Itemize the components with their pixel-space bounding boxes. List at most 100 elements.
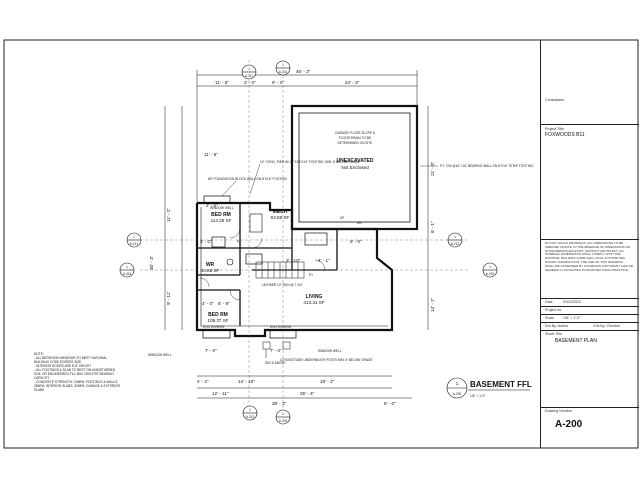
dim-bottom-2: 14' - 10": [238, 379, 255, 384]
marker-2-num: 1: [282, 63, 284, 67]
date-label: Date: [545, 300, 553, 304]
drawn-by: Drn By: Author: [545, 324, 569, 328]
dim-bottom-6: 8' - 0": [384, 401, 396, 406]
room-living-area: 413.31 SF: [303, 300, 324, 305]
dim-inner-1: 7' - 0": [205, 348, 217, 353]
room-mech: MECH: [273, 209, 288, 215]
marker-7-sheet: A-313: [246, 415, 255, 419]
dimension-lines: [164, 70, 429, 399]
room-bed-rm-1: BED RM: [211, 212, 231, 218]
consultants-label: Consultants: [545, 98, 564, 102]
riser-note: 18 RISER 10" RUN @ 7 3/4": [262, 283, 303, 287]
callout-p2: P2: [237, 240, 241, 244]
drawing-title: 1 A-200 BASEMENT FFL 1/8" = 1'-0": [453, 380, 532, 398]
dim-bottom-1: 4' - 2": [197, 379, 209, 384]
dim-top-overall: 46' - 3": [296, 69, 311, 74]
room-mech-area: 63.88 SF: [271, 215, 290, 220]
drawing-title-number: 1: [456, 381, 459, 386]
door-swings: [199, 227, 326, 301]
marker-5-num: 1: [454, 235, 456, 239]
general-notes: DO NOT SCALE DRAWINGS. ALL DIMENSIONS TO…: [545, 241, 633, 272]
unexcavated-area: GARAGE FLOOR SLOPE & FLOOR DRAIN TO BE D…: [290, 104, 419, 231]
marker-6-sheet: A-302: [486, 272, 495, 276]
room-bed-rm-2: BED RM: [208, 312, 228, 318]
note-2: - INTERIOR DOORS ARE 6'-8" HEIGHT: [34, 364, 92, 368]
marker-7-num: 1: [249, 408, 251, 412]
drawing-title-scale: 1/8" = 1'-0": [470, 394, 486, 398]
note-3: - ALL FOOTINGS & SLAB TO REST ON UNDISTU…: [34, 368, 116, 380]
dim-inner-8: 2' - 0": [206, 203, 218, 208]
dim-inner-4: 4' - 1": [318, 258, 330, 263]
marker-5-sheet: A-212: [451, 242, 460, 246]
egress-1: EGO EGRESS: [203, 325, 224, 329]
window-well-2: WINDOW WELL: [148, 353, 172, 357]
deck-above: DECK ABOVE: [265, 361, 286, 365]
notes-heading: NOTE:: [34, 352, 44, 356]
dim-top-2: 2' - 0": [244, 80, 256, 85]
dim-bottom-4: 12' - 11": [212, 391, 229, 396]
note-4: - CONCRETE STRENGTH: 20MPa: FOOTINGS & W…: [34, 380, 120, 392]
drawing-number-label: Drawing Number: [545, 409, 572, 413]
marker-4-num: 1: [126, 265, 128, 269]
dim-right-3: 14' - 2": [430, 297, 435, 312]
marker-8-sheet: A-303: [279, 419, 288, 423]
project-title-label: Project Title: [545, 127, 564, 131]
garage-note-line1: GARAGE FLOOR SLOPE &: [335, 131, 376, 135]
callout-p1: P1: [309, 273, 313, 277]
dim-bottom-3: 19' - 2": [320, 379, 335, 384]
dim-inner-5: 4' - 0": [202, 301, 214, 306]
notes-block: NOTE: - ALL BEDROOM WINDOWS TO MEET NATI…: [34, 352, 122, 392]
title-block: Consultants Project Title FOXWOODS B11 D…: [540, 40, 639, 448]
svg-text:DETERMINED ON SITE: DETERMINED ON SITE: [338, 141, 373, 145]
dim-right-1: 21' - 0": [430, 161, 435, 176]
drawing-title-text: BASEMENT FFL: [470, 380, 532, 389]
room-wr: WR: [206, 262, 215, 268]
project-title: FOXWOODS B11: [545, 132, 585, 138]
dim-left-1: 11' - 6": [204, 152, 218, 157]
marker-6-num: 1: [489, 265, 491, 269]
dim-bottom-5: 25' - 4": [300, 391, 315, 396]
date-value: 03/22/2022: [563, 300, 581, 304]
foundation-note: 8/F FOUNDATION BLOCK WALL ON 8"X16" FOOT…: [208, 177, 288, 181]
dim-right-2: 6' - 1": [430, 221, 435, 233]
marker-4-sheet: A-304: [123, 272, 132, 276]
drawing-title-sheet: A-200: [453, 392, 462, 396]
unexcavated-subtitle: Not Enclosed: [341, 165, 369, 170]
project-no-label: Project no.: [545, 308, 563, 312]
dim-inner-6: 5' - 9": [218, 301, 230, 306]
sheet-title: BASEMENT PLAN: [555, 338, 597, 344]
checked-by: Chk By: Checker: [593, 324, 620, 328]
dim-top-4: 24' - 3": [345, 80, 360, 85]
scale-label: Scale: [545, 316, 554, 320]
marker-1-num: 1: [248, 67, 250, 71]
scale-value: 1/8" = 1'-0": [563, 316, 581, 320]
dim-inner-7: 3' - 0": [200, 239, 212, 244]
drawing-number: A-200: [555, 419, 583, 430]
marker-3-num: 1: [133, 235, 135, 239]
foundation-walls: [195, 201, 394, 338]
egress-2: EGO EGRESS: [270, 325, 291, 329]
note-1: - ALL BEDROOM WINDOWS TO MEET NATIONAL B…: [34, 356, 108, 364]
gridlines: [140, 60, 470, 420]
sheet-border: [3, 39, 639, 449]
dim-top-1: 11' - 6": [215, 80, 229, 85]
section-markers: [119, 60, 498, 425]
svg-text:FLOOR DRAIN TO BE: FLOOR DRAIN TO BE: [339, 136, 371, 140]
window-well-3: WINDOW WELL: [318, 349, 342, 353]
marker-2-sheet: A-301: [279, 70, 288, 74]
dim-inner-3: 3' - 10": [286, 258, 301, 263]
sheet-title-label: Sheet Title: [545, 332, 562, 336]
dim-left-3: 30' - 3": [149, 255, 154, 270]
room-bed-rm-2-area: 109.37 SF: [207, 318, 228, 323]
dim-bottom-overall: 38' - 3": [272, 401, 287, 406]
sono-note: 10"SONOTUBE UNDERNEATH POSTS MIN. 5' BEL…: [280, 358, 373, 362]
room-bed-rm-1-area: 114.28 SF: [211, 218, 232, 223]
callout-up: UP: [340, 216, 344, 220]
dim-top-3: 9' - 3": [272, 80, 284, 85]
room-living: LIVING: [306, 294, 323, 300]
pier-note: 10" CONC. PIER W/ 24"X24"X10" FOOTING, M…: [260, 160, 360, 164]
dim-inner-2: 7' - 0": [270, 348, 282, 353]
window-well-1: WINDOW WELL: [210, 206, 234, 210]
